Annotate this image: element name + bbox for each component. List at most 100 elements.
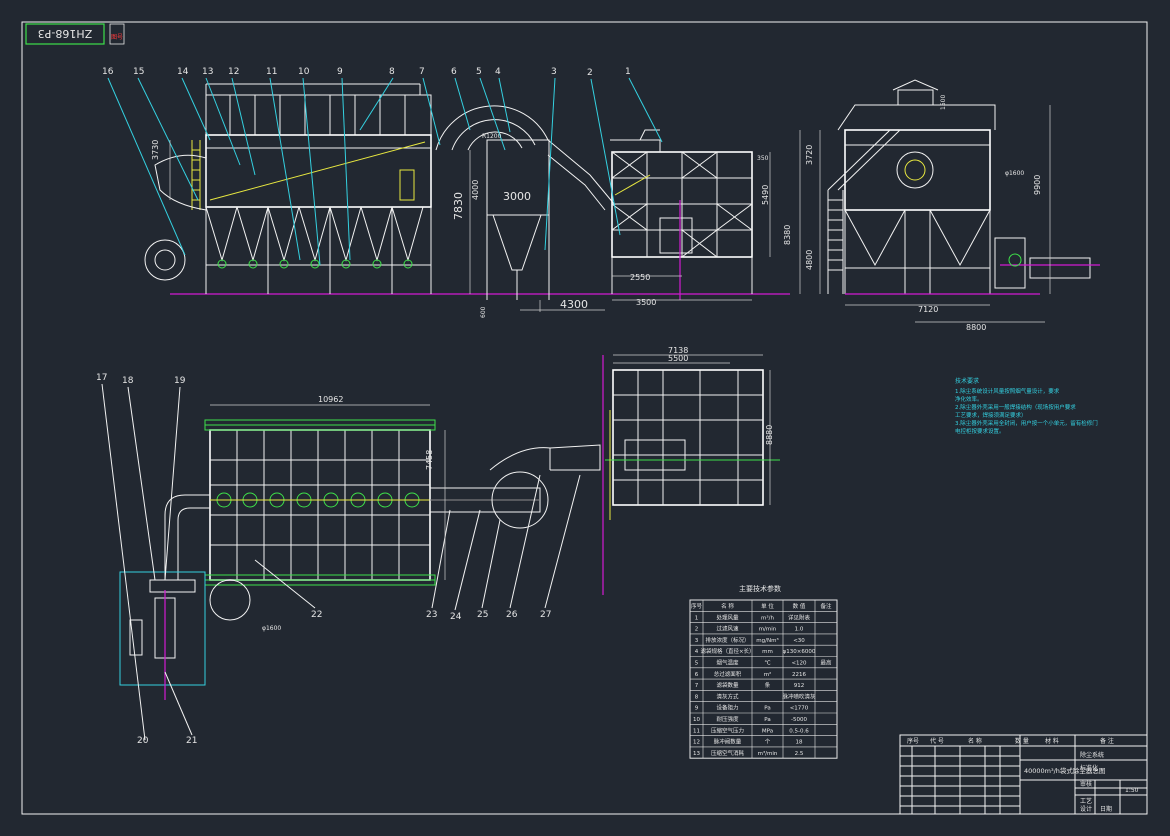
plan-view: 17 18 19 20 21 22 23 24 25 26 27 10962 [96, 346, 780, 746]
param-row-8-cell-0: 8 [695, 694, 699, 700]
tb-h-code: 代 号 [930, 737, 944, 745]
tb-side-3: 工艺 [1080, 797, 1092, 805]
param-row-10-cell-2: Pa [764, 717, 770, 723]
tb-scale: 1:50 [1125, 787, 1139, 794]
callout-12: 12 [228, 67, 239, 77]
drawing-stamp: 图号 [111, 34, 123, 41]
param-row-4-cell-1: 滤袋规格（直径×长） [700, 647, 754, 655]
dim-8380: 8380 [783, 225, 792, 245]
dim-7138: 7138 [668, 346, 688, 355]
param-header-cell-3: 数 值 [793, 602, 806, 610]
param-row-5-cell-2: ℃ [764, 660, 770, 667]
dim-phi1600-plan: φ1600 [262, 625, 281, 632]
param-row-10-cell-0: 10 [693, 717, 700, 723]
tb-side-1: 标准化 [1080, 764, 1098, 772]
front-elevation-view: 16 15 14 13 12 11 10 9 8 7 6 5 4 3 2 1 [102, 67, 790, 318]
tb-side-2: 审核 [1080, 780, 1092, 788]
param-row-8-cell-1: 清灰方式 [716, 692, 739, 700]
param-row-4-cell-3: φ130×6000 [783, 649, 816, 655]
param-row-7-cell-0: 7 [695, 683, 699, 689]
dim-10962: 10962 [318, 395, 343, 404]
tech-note-3: 2.除尘器外壳采用一般焊接结构（现场按用户要求 [955, 403, 1076, 411]
callout-21: 21 [186, 736, 197, 746]
dim-4800: 4800 [805, 250, 814, 270]
param-row-12-cell-3: 18 [796, 740, 803, 746]
tech-notes: 技术要求 1.除尘系统设计风量按照烟气量设计，要求 净化效率。 2.除尘器外壳采… [955, 377, 1098, 435]
dim-8800: 8800 [966, 323, 986, 332]
callout-26: 26 [506, 610, 518, 620]
callout-18: 18 [122, 376, 134, 386]
tb-h-seq: 序号 [907, 737, 919, 745]
tech-note-5: 3.除尘器外壳采用全封闭，用户按一个小单元，留有检修门 [955, 419, 1098, 427]
param-row-3-cell-3: <30 [793, 638, 805, 644]
dim-4300: 4300 [560, 298, 588, 311]
param-row-11-cell-2: MPa [762, 728, 773, 734]
param-row-11-cell-1: 压缩空气压力 [711, 726, 744, 734]
param-row-5-cell-3: <120 [791, 661, 807, 667]
dim-1500: 1500 [940, 95, 947, 110]
elevation-callouts: 16 15 14 13 12 11 10 9 8 7 6 5 4 3 2 1 [102, 67, 631, 78]
param-row-9-cell-3: <1770 [790, 706, 809, 712]
param-header-cell-4: 备注 [820, 602, 832, 610]
dim-350: 350 [757, 155, 769, 162]
dim-9900: 9900 [1033, 175, 1042, 195]
param-row-9-cell-2: Pa [764, 706, 770, 712]
param-row-5-cell-4: 最高 [820, 659, 832, 667]
param-row-1-cell-3: 详见附表 [788, 613, 811, 621]
tb-h-remark: 备 注 [1100, 737, 1114, 745]
callout-7: 7 [419, 67, 425, 77]
callout-16: 16 [102, 67, 114, 77]
dim-600: 600 [480, 306, 487, 318]
dim-8880: 8880 [765, 425, 774, 445]
callout-4: 4 [495, 67, 501, 77]
callout-6: 6 [451, 67, 457, 77]
tech-note-4: 工艺要求，焊接须满足要求） [955, 411, 1027, 419]
param-row-5-cell-1: 烟气温度 [716, 659, 739, 667]
param-row-13-cell-0: 13 [693, 751, 700, 757]
param-row-2-cell-3: 1.0 [795, 627, 804, 633]
dim-5500: 5500 [668, 354, 688, 363]
param-row-12-cell-1: 脉冲阀数量 [714, 738, 742, 746]
dim-R1200: R1200 [482, 133, 502, 140]
dim-5490: 5490 [761, 185, 770, 205]
param-row-13-cell-2: m³/min [758, 750, 778, 757]
param-row-6-cell-2: m² [764, 671, 772, 678]
callout-5: 5 [476, 67, 482, 77]
param-row-9-cell-0: 9 [695, 706, 699, 712]
param-table-title: 主要技术参数 [739, 584, 781, 593]
param-header-cell-2: 单 位 [761, 602, 774, 610]
callout-27: 27 [540, 610, 551, 620]
param-row-3-cell-2: mg/Nm³ [756, 637, 778, 644]
callout-17: 17 [96, 373, 107, 383]
callout-20: 20 [137, 736, 149, 746]
title-block: 序号 代 号 名 称 数 量 材 料 备 注 40000m³/h袋式除尘器总图 … [899, 734, 1148, 815]
param-row-13-cell-1: 压缩空气消耗 [711, 749, 745, 757]
tb-side-4: 设计 [1080, 805, 1092, 813]
param-row-3-cell-1: 排放浓度（标况） [705, 636, 749, 644]
callout-2: 2 [587, 68, 593, 78]
dim-3500: 3500 [636, 298, 656, 307]
param-row-6-cell-3: 2216 [792, 672, 806, 678]
param-row-3-cell-0: 3 [695, 638, 699, 644]
param-row-6-cell-0: 6 [695, 672, 699, 678]
dim-4000: 4000 [471, 180, 480, 200]
plan-callouts: 17 18 19 20 21 22 23 24 25 26 27 [96, 373, 551, 746]
param-row-2-cell-2: m/min [759, 627, 777, 633]
callout-13: 13 [202, 67, 213, 77]
tech-note-6: 电控柜按要求设置。 [955, 427, 1005, 435]
param-row-2-cell-1: 过滤风速 [716, 625, 739, 633]
callout-22: 22 [311, 610, 322, 620]
callout-14: 14 [177, 67, 189, 77]
param-row-13-cell-3: 2.5 [795, 751, 804, 757]
callout-23: 23 [426, 610, 437, 620]
callout-3: 3 [551, 67, 557, 77]
tb-drawing-title: 40000m³/h袋式除尘器总图 [1024, 766, 1105, 775]
param-row-4-cell-2: mm [762, 649, 773, 655]
tb-side-5: 日期 [1100, 805, 1112, 813]
param-row-9-cell-1: 设备阻力 [716, 704, 738, 712]
callout-25: 25 [477, 610, 488, 620]
dim-7830: 7830 [452, 192, 465, 220]
dim-7458: 7458 [425, 450, 434, 470]
